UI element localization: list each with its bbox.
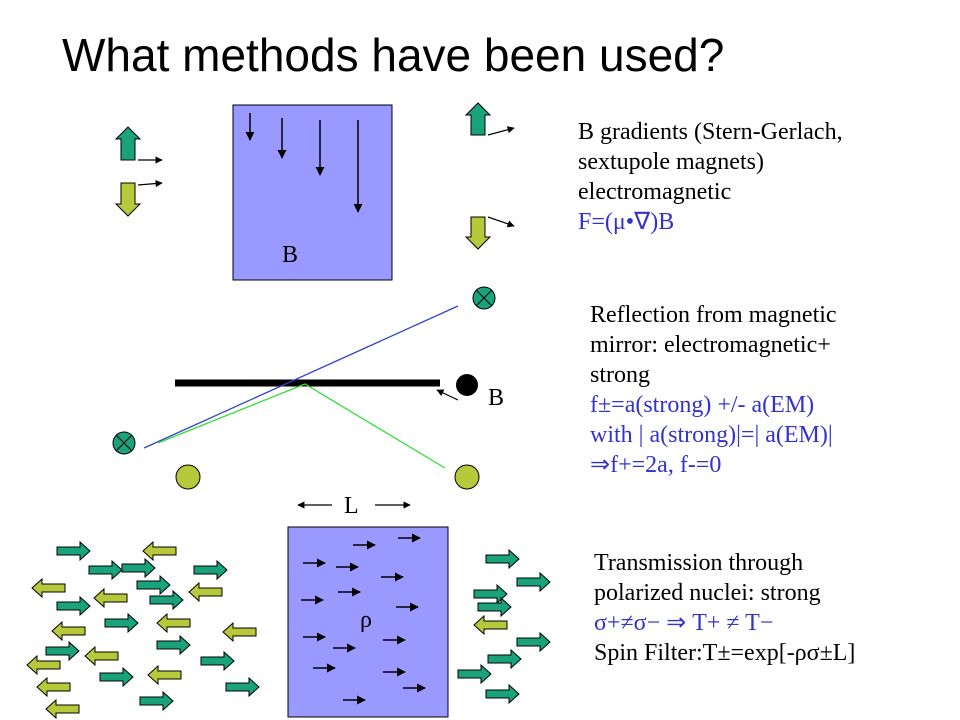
panel3-description: Transmission through polarized nuclei: s… xyxy=(594,550,856,666)
momentum-arrow xyxy=(487,126,515,136)
incoming-beam-arrows xyxy=(26,540,260,720)
density-label: ρ xyxy=(360,607,372,633)
reflection-result: ⇒f+=2a, f-=0 xyxy=(590,452,722,478)
field-source-dot xyxy=(456,374,478,396)
spin-state-dot-icon xyxy=(175,464,201,490)
spin-filter-formula: Spin Filter:T±=exp[-ρσ±L] xyxy=(594,640,856,666)
field-box-label: B xyxy=(282,242,298,268)
nuclear-spin-arrows xyxy=(301,533,426,705)
momentum-arrow xyxy=(487,216,515,228)
length-label: L xyxy=(344,493,359,519)
cross-section-relation: σ+≠σ− ⇒ T+ ≠ T− xyxy=(594,610,774,636)
panel2-description: Reflection from magnetic mirror: electro… xyxy=(590,302,837,478)
force-formula: F=(μ•∇)B xyxy=(578,209,675,235)
spin-up-arrow xyxy=(114,126,142,161)
reflection-condition: with | a(strong)|=| a(EM)| xyxy=(590,422,833,448)
spin-down-arrow xyxy=(114,182,142,217)
spin-up-arrow xyxy=(464,102,492,136)
transmitted-beam-arrows xyxy=(457,548,551,705)
spin-down-arrow xyxy=(464,216,492,250)
page-title: What methods have been used? xyxy=(62,29,725,81)
momentum-arrow xyxy=(137,179,163,188)
magnetic-field-box xyxy=(232,104,393,281)
reflection-formula: f±=a(strong) +/- a(EM) xyxy=(590,392,815,418)
green-neutron-path xyxy=(157,383,446,469)
panel1-description: B gradients (Stern-Gerlach, sextupole ma… xyxy=(578,119,843,235)
field-pointer-arrow xyxy=(436,389,459,401)
spin-state-dot-icon xyxy=(454,464,480,490)
blue-neutron-path xyxy=(143,305,459,449)
mirror-field-label: B xyxy=(488,385,504,411)
